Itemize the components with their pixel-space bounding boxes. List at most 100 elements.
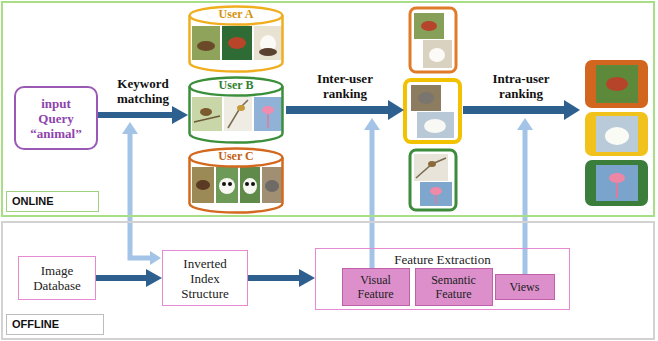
support-arrow [523, 128, 528, 274]
feature-box: Semantic Feature [415, 268, 493, 306]
photo [414, 154, 448, 181]
photo-detail [423, 40, 452, 68]
process-box: Inverted Index Structure [162, 250, 248, 306]
photo-detail [414, 13, 444, 39]
support-arrow [130, 132, 151, 258]
node-label: User C [218, 149, 253, 163]
photo-detail [421, 21, 437, 31]
photo-detail [222, 26, 252, 60]
photo-detail [245, 182, 249, 186]
user-group-box [405, 80, 460, 142]
photo-detail [596, 116, 638, 152]
photo-detail [251, 182, 255, 186]
arrow-head [122, 122, 138, 134]
photo-detail [424, 119, 446, 133]
node-label: Views [510, 280, 540, 294]
node-label: Feature Extraction [394, 252, 490, 267]
photo-detail [267, 114, 269, 128]
photo-detail [237, 105, 245, 111]
photo-detail [262, 167, 282, 203]
cylinder-body [190, 158, 283, 213]
cylinder-top [190, 149, 283, 167]
photo-detail [254, 26, 282, 60]
cylinder-body [190, 16, 283, 72]
photo [420, 182, 452, 206]
step-label: Intra-user ranking [481, 71, 561, 101]
photo-detail [240, 167, 260, 203]
photo-detail [196, 180, 210, 190]
arrow-head [564, 100, 580, 120]
photo-detail [417, 112, 454, 138]
photo-detail [609, 173, 625, 183]
node-label: Image Database [26, 263, 88, 293]
feature-box: Views [495, 274, 555, 300]
flow-arrow [248, 275, 299, 281]
photo-detail [192, 167, 214, 203]
photo [596, 165, 638, 201]
photo-detail [596, 65, 638, 103]
photo [411, 85, 441, 111]
photo-detail [243, 178, 257, 194]
photo-detail [194, 116, 220, 122]
photo-detail [414, 154, 448, 181]
arrow-head [388, 100, 404, 120]
user-database: User B [188, 76, 284, 144]
feature-box: Visual Feature [342, 268, 410, 306]
photo [192, 167, 214, 203]
photo [414, 13, 444, 39]
arrow-head [150, 251, 161, 265]
photo-detail [605, 127, 629, 145]
photo [596, 65, 638, 103]
photo-detail [265, 180, 279, 192]
result-tile [585, 112, 648, 156]
node-label: Semantic Feature [422, 273, 486, 301]
node-label: input Query “animal” [25, 96, 87, 141]
flow-arrow [98, 112, 172, 118]
cylinder-top [190, 78, 283, 96]
photo-detail [416, 158, 446, 178]
node-label: User A [219, 7, 254, 21]
region-label: ONLINE [6, 191, 99, 212]
photo [192, 97, 222, 131]
photo-detail [228, 182, 232, 186]
photo-detail [428, 161, 436, 167]
flow-arrow [96, 275, 146, 281]
support-arrow [370, 128, 375, 268]
flow-arrow [286, 106, 389, 114]
photo [254, 97, 282, 131]
photo-detail [228, 100, 248, 128]
photo [240, 167, 260, 203]
photo [417, 112, 454, 138]
photo-detail [606, 77, 628, 91]
edge-label: Keyword matching [101, 76, 185, 106]
arrow-head [517, 118, 533, 130]
cylinder-body [190, 87, 283, 143]
result-tile [585, 60, 648, 108]
photo-detail [192, 97, 222, 131]
photo-detail [429, 48, 445, 62]
offline-region: Image DatabaseInverted Index StructureVi… [1, 221, 655, 340]
photo-detail [411, 85, 441, 111]
user-database: User A [188, 5, 284, 73]
photo-detail [435, 195, 437, 204]
photo [192, 26, 220, 60]
photo [216, 167, 238, 203]
photo [262, 167, 282, 203]
user-group-box [410, 150, 456, 210]
node-label: Visual Feature [349, 273, 403, 301]
photo [596, 116, 638, 152]
feature-group: Visual Feature Semantic Feature Views Featu… [315, 248, 570, 310]
photo-detail [616, 183, 618, 198]
photo-detail [197, 41, 215, 51]
photo [423, 40, 452, 68]
step-label: Inter-user ranking [305, 71, 385, 101]
cylinder-top [190, 7, 283, 25]
query-box: input Query “animal” [14, 86, 98, 150]
photo-detail [254, 97, 282, 131]
photo-detail [200, 108, 212, 116]
photo-detail [224, 97, 252, 131]
photo-detail [222, 182, 226, 186]
